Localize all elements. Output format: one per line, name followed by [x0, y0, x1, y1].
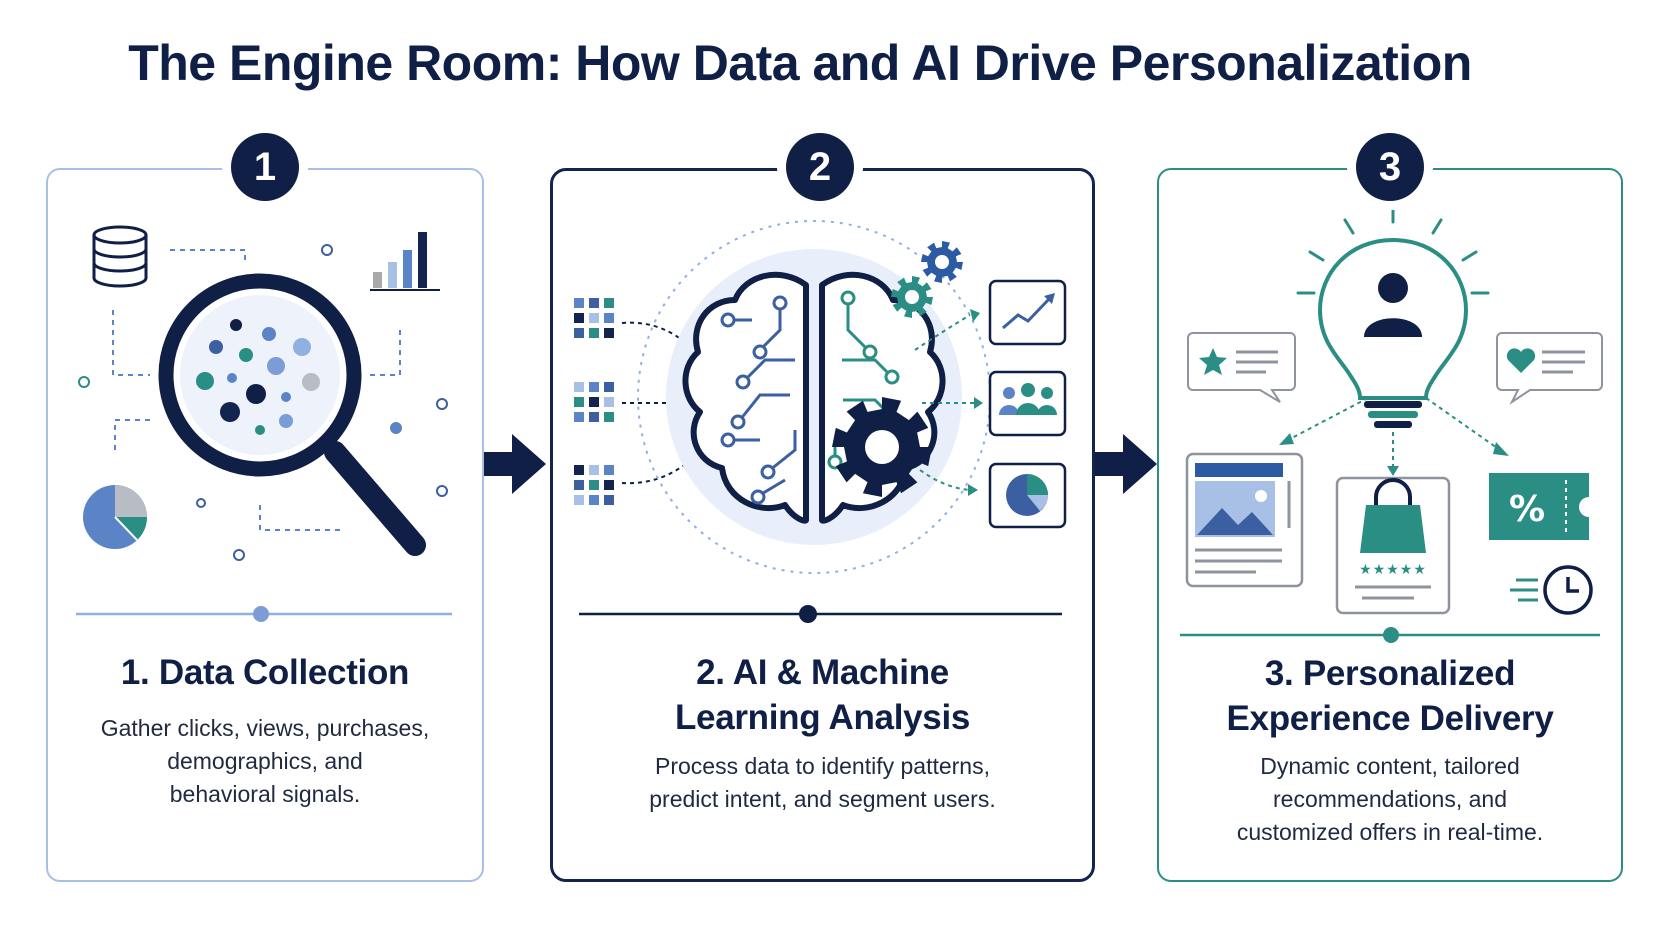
step-description-line: behavioral signals.	[169, 781, 361, 807]
flow-arrow-right-icon	[1095, 434, 1157, 494]
page-title: The Engine Room: How Data and AI Drive P…	[128, 35, 1472, 91]
step-heading-line: Learning Analysis	[674, 698, 971, 737]
step-heading: 1. Data Collection	[120, 653, 410, 692]
step-description: Dynamic content, tailored recommendation…	[1157, 750, 1623, 849]
step-number-badge: 3	[1356, 133, 1424, 201]
step-description-line: Dynamic content, tailored	[1260, 753, 1520, 779]
flow-arrow-right-icon	[484, 434, 546, 494]
step-description: Process data to identify patterns, predi…	[550, 750, 1095, 816]
step-heading: 2. AI & Machine Learning Analysis	[550, 650, 1095, 740]
step-description-line: predict intent, and segment users.	[649, 786, 996, 812]
step-description-line: recommendations, and	[1273, 786, 1507, 812]
step-description: Gather clicks, views, purchases, demogra…	[46, 712, 484, 811]
step-description-line: Gather clicks, views, purchases,	[100, 715, 430, 741]
step-heading-line: Experience Delivery	[1226, 699, 1554, 738]
step-heading-line: 2. AI & Machine	[696, 653, 949, 692]
step-heading-line: 3. Personalized	[1264, 654, 1516, 693]
step-heading: 3. Personalized Experience Delivery	[1157, 651, 1623, 741]
step-description-line: customized offers in real-time.	[1236, 819, 1544, 845]
step-description-line: Process data to identify patterns,	[655, 753, 990, 779]
step-number-badge: 2	[786, 133, 854, 201]
step-description-line: demographics, and	[167, 748, 363, 774]
step-number-badge: 1	[231, 133, 299, 201]
